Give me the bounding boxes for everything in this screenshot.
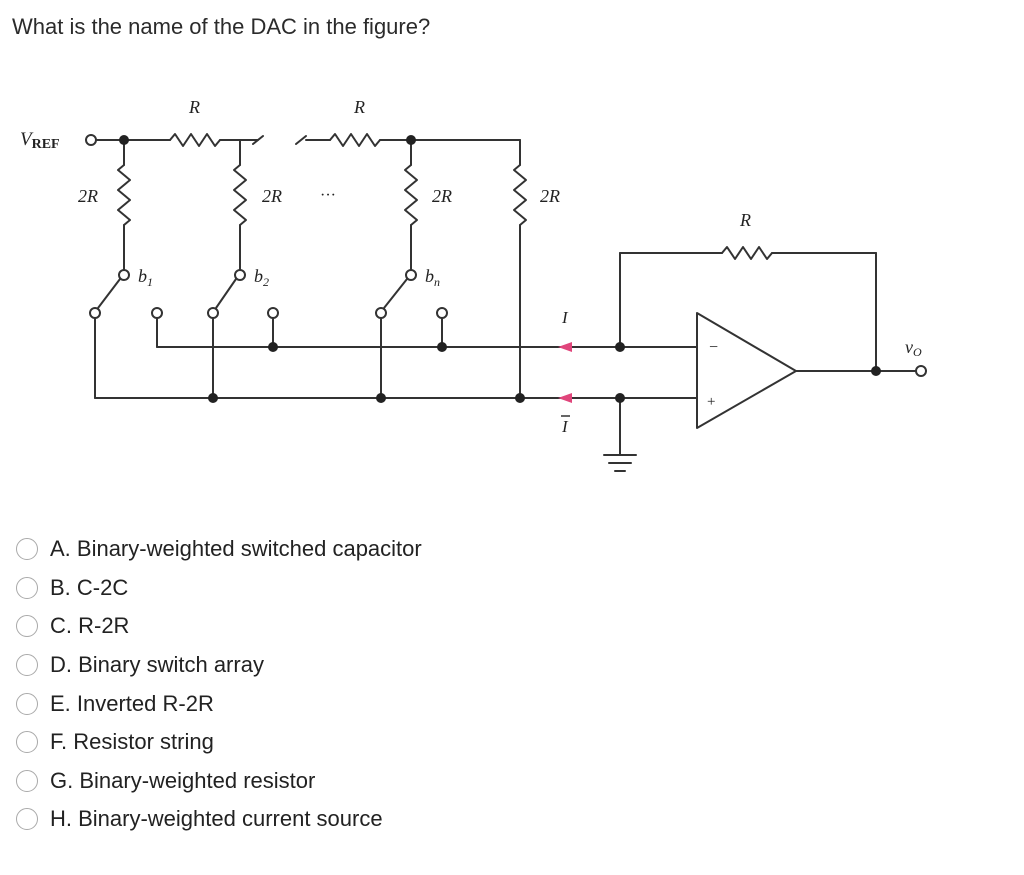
option-g[interactable]: G. Binary-weighted resistor <box>16 762 422 801</box>
current-bar-label: I <box>561 417 569 436</box>
option-b[interactable]: B. C-2C <box>16 569 422 608</box>
bit-2-label: b2 <box>254 266 269 289</box>
option-label: A. Binary-weighted switched capacitor <box>50 536 422 562</box>
output-label: vO <box>905 337 922 359</box>
bit-n-label: bn <box>425 266 440 289</box>
radio-button[interactable] <box>16 615 38 638</box>
radio-button[interactable] <box>16 808 38 831</box>
series-resistor-label-2: R <box>353 97 365 117</box>
radio-button[interactable] <box>16 769 38 792</box>
shunt-resistor-label-2: 2R <box>262 186 282 206</box>
radio-button[interactable] <box>16 538 38 561</box>
ellipsis-label: ··· <box>320 187 336 204</box>
answer-options: A. Binary-weighted switched capacitor B.… <box>16 530 422 839</box>
option-a[interactable]: A. Binary-weighted switched capacitor <box>16 530 422 569</box>
option-label: B. C-2C <box>50 574 129 600</box>
option-label: F. Resistor string <box>50 729 214 755</box>
option-label: H. Binary-weighted current source <box>50 806 383 832</box>
radio-button[interactable] <box>16 654 38 677</box>
question-text: What is the name of the DAC in the figur… <box>12 14 431 39</box>
opamp-plus-label: + <box>707 394 715 410</box>
current-bar-arrow-icon <box>558 393 572 403</box>
option-label: D. Binary switch array <box>50 652 264 678</box>
option-label: E. Inverted R-2R <box>50 690 214 716</box>
shunt-resistor-label-n: 2R <box>432 186 452 206</box>
option-f[interactable]: F. Resistor string <box>16 723 422 762</box>
shunt-resistor-label-1: 2R <box>78 186 98 206</box>
shunt-resistor-label-term: 2R <box>540 186 560 206</box>
radio-button[interactable] <box>16 576 38 599</box>
vref-label: VREF <box>20 129 60 152</box>
option-h[interactable]: H. Binary-weighted current source <box>16 800 422 839</box>
option-e[interactable]: E. Inverted R-2R <box>16 684 422 723</box>
current-label: I <box>561 308 569 327</box>
dac-circuit-diagram: VREF R R 2R 2R ··· 2R 2R R b1 b2 bn I I … <box>20 97 927 472</box>
option-d[interactable]: D. Binary switch array <box>16 646 422 685</box>
current-arrow-icon <box>558 342 572 352</box>
radio-button[interactable] <box>16 731 38 754</box>
feedback-resistor-label: R <box>739 210 751 230</box>
option-c[interactable]: C. R-2R <box>16 607 422 646</box>
opamp-minus-label: − <box>709 339 718 356</box>
radio-button[interactable] <box>16 692 38 715</box>
option-label: C. R-2R <box>50 613 130 639</box>
bit-1-label: b1 <box>138 266 153 289</box>
series-resistor-label-1: R <box>188 97 200 117</box>
option-label: G. Binary-weighted resistor <box>50 767 316 793</box>
